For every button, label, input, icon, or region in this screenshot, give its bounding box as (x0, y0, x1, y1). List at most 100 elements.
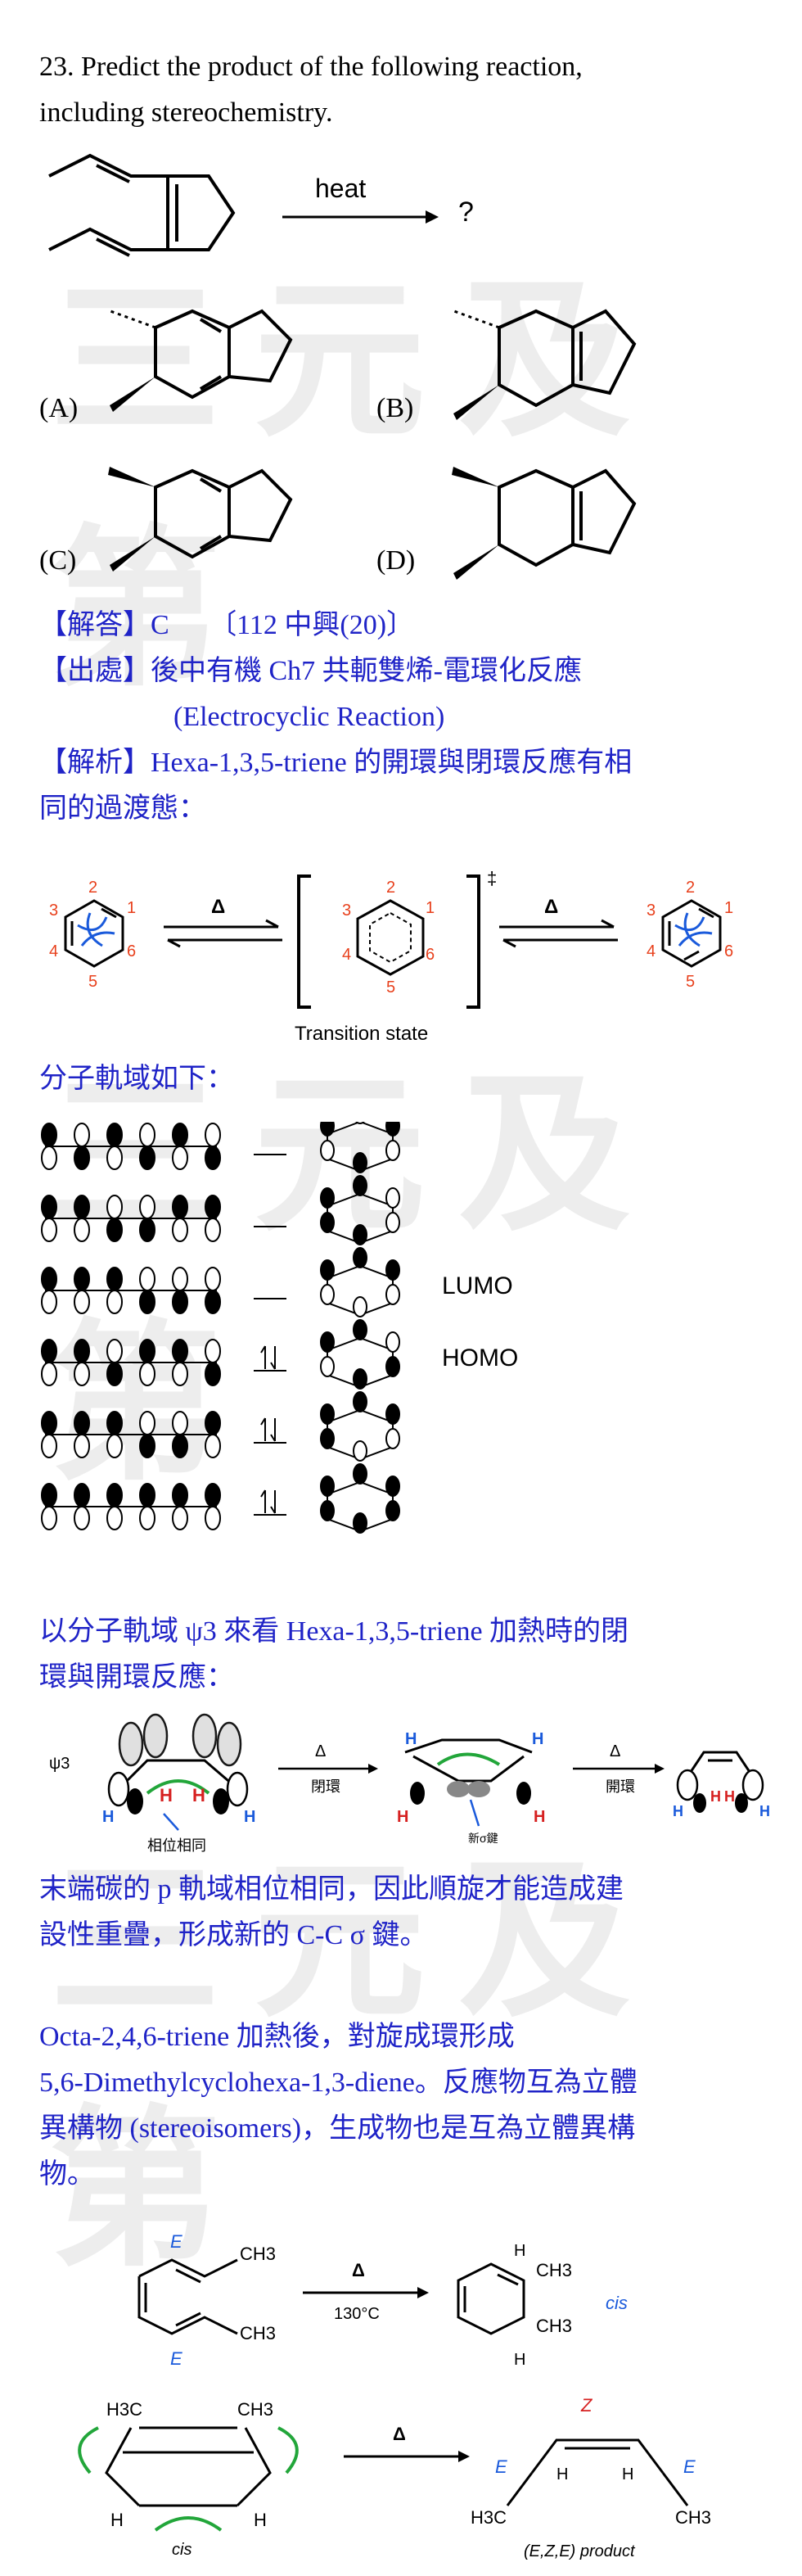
analysis-tag: 【解析】 (39, 748, 151, 778)
transition-state-figure: 123 456 Δ ‡ 123 456 Transition state Δ 1… (49, 868, 733, 1045)
lumo-label: LUMO (442, 1272, 513, 1299)
svg-text:1: 1 (127, 899, 136, 917)
analysis-line: 【解析】Hexa-1,3,5-triene 的開環與閉環反應有相 (39, 740, 776, 786)
h-atom: H (514, 2351, 525, 2369)
h3c-label: H3C (471, 2507, 507, 2528)
close-label: 閉環 (311, 1778, 340, 1795)
psi3-line-1: 以分子軌域 ψ3 來看 Hexa-1,3,5-triene 加熱時的閉 (39, 1616, 629, 1647)
octa-line-2: 5,6-Dimethylcyclohexa-1,3-diene。反應物互為立體 (39, 2068, 638, 2098)
question-line-2: including stereochemistry. (39, 97, 333, 128)
answer-source: 〔112 中興(20)〕 (209, 610, 415, 640)
open-label: 開環 (606, 1778, 635, 1795)
h-atom: H (673, 1803, 683, 1819)
h-atom: H (397, 1808, 408, 1826)
cis-label: cis (606, 2293, 628, 2313)
delta-label: Δ (352, 2260, 365, 2280)
h-atom: H (532, 1730, 543, 1748)
h-atom: H (534, 1808, 545, 1826)
mo-diagram: LUMO HOMO (41, 1122, 518, 1534)
e-label: E (683, 2456, 696, 2477)
choice-b-label: (B) (376, 393, 414, 423)
ch3-label: CH3 (240, 2323, 276, 2343)
mo-row (41, 1247, 400, 1317)
delta-close: Δ (315, 1742, 326, 1760)
watermark: 三元及第 (49, 1841, 664, 2290)
svg-text:3: 3 (49, 902, 58, 920)
choice-b-structure (453, 309, 637, 420)
ch3-label: CH3 (536, 2260, 572, 2280)
h-atom: H (759, 1803, 769, 1819)
h-atom: H (160, 1785, 173, 1805)
h-atom: H (192, 1785, 205, 1805)
mo-row (41, 1463, 400, 1534)
h-atom: H (244, 1808, 255, 1826)
h-atom: H (405, 1730, 417, 1748)
e-label: E (495, 2456, 507, 2477)
watermark: 三元及第 (49, 260, 664, 710)
delta-label-1: Δ (211, 896, 225, 918)
octa-line-3: 異構物 (stereoisomers)，生成物也是互為立體異構 (39, 2113, 636, 2144)
delta-label-2: Δ (544, 896, 558, 918)
mo-row (41, 1122, 400, 1173)
svg-text:6: 6 (426, 946, 435, 964)
analysis-line-2: 同的過渡態： (39, 793, 206, 824)
question-line-1: 23. Predict the product of the following… (39, 52, 583, 82)
svg-text:5: 5 (88, 973, 97, 991)
ch3-label: CH3 (240, 2244, 276, 2264)
answer-block: 【解答】C 〔112 中興(20)〕 【出處】後中有機 Ch7 共軛雙烯-電環化… (39, 603, 776, 832)
choice-d-label: (D) (376, 545, 416, 576)
choice-a-label: (A) (39, 393, 79, 423)
unknown-product: ? (458, 197, 474, 228)
question-text: 23. Predict the product of the following… (39, 44, 583, 136)
analysis-text: Hexa-1,3,5-triene 的開環與閉環反應有相 (151, 748, 633, 778)
choice-a-structure (110, 309, 293, 412)
choice-d-structure (452, 467, 637, 580)
source-text: 後中有機 Ch7 共軛雙烯-電環化反應 (151, 656, 582, 686)
e-label: E (170, 2348, 182, 2369)
svg-text:4: 4 (49, 942, 58, 960)
h-atom: H (622, 2465, 633, 2483)
product-label: (E,Z,E) product (524, 2542, 636, 2560)
ch3-label: CH3 (536, 2316, 572, 2336)
svg-text:3: 3 (342, 902, 351, 920)
psi3-label: ψ3 (49, 1755, 70, 1773)
svg-text:2: 2 (386, 879, 395, 897)
choice-c-structure (108, 467, 293, 572)
new-sigma-label: 新σ鍵 (468, 1832, 498, 1845)
heat-label: heat (315, 174, 367, 203)
temperature-label: 130°C (334, 2305, 380, 2323)
answer-value: C (151, 610, 169, 640)
conclusion-line-1: 末端碳的 p 軌域相位相同，因此順旋才能造成建 (39, 1867, 776, 1913)
svg-text:1: 1 (426, 899, 435, 917)
svg-text:5: 5 (686, 973, 695, 991)
h-atom: H (254, 2510, 267, 2530)
octa-line-1: Octa-2,4,6-triene 加熱後，對旋成環形成 (39, 2022, 515, 2052)
ch3-label: CH3 (237, 2399, 273, 2420)
svg-text:4: 4 (647, 942, 656, 960)
delta-open: Δ (610, 1742, 620, 1760)
transition-state-caption: Transition state (295, 1023, 428, 1045)
h3c-label: H3C (106, 2399, 142, 2420)
svg-text:2: 2 (686, 879, 695, 897)
h-atom: H (514, 2242, 525, 2260)
h-atom: H (710, 1788, 721, 1805)
svg-text:4: 4 (342, 946, 351, 964)
mo-row (41, 1319, 400, 1390)
source-tag: 【出處】 (39, 656, 151, 686)
psi3-paragraph: 以分子軌域 ψ3 來看 Hexa-1,3,5-triene 加熱時的閉 環與開環… (39, 1609, 776, 1701)
svg-text:1: 1 (724, 899, 733, 917)
cis-label: cis (172, 2541, 191, 2559)
h-atom: H (102, 1808, 114, 1826)
answer-line: 【解答】C 〔112 中興(20)〕 (39, 603, 776, 649)
conclusion-paragraph: 末端碳的 p 軌域相位相同，因此順旋才能造成建 設性重疊，形成新的 C-C σ … (39, 1867, 776, 1959)
reaction-arrow (282, 210, 439, 224)
mo-row (41, 1175, 400, 1245)
psi3-scheme: ψ3 H H H H 相位相同 Δ 閉環 H H H H 新σ鍵 Δ 開環 H … (49, 1713, 769, 1854)
h-atom: H (110, 2510, 124, 2530)
reactant-structure (48, 153, 236, 257)
octa-line-4: 物。 (39, 2159, 95, 2190)
source-line-2: (Electrocyclic Reaction) (173, 702, 445, 732)
answer-tag: 【解答】 (39, 610, 151, 640)
source-line: 【出處】後中有機 Ch7 共軛雙烯-電環化反應 (39, 649, 776, 694)
svg-text:5: 5 (386, 978, 395, 997)
